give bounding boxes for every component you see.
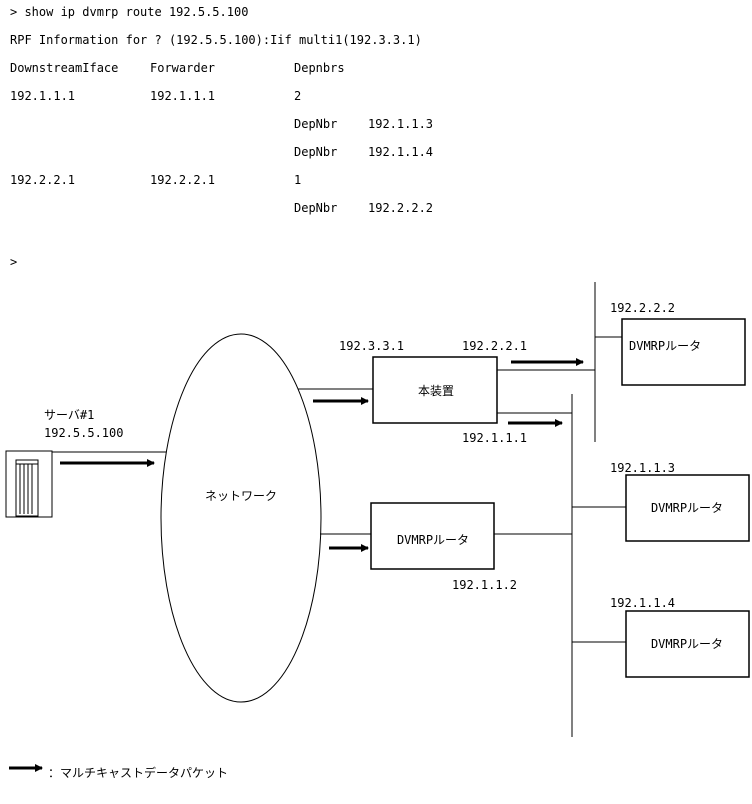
cli-command: > show ip dvmrp route 192.5.5.100 — [10, 5, 249, 19]
network-label: ネットワーク — [205, 489, 277, 503]
this-device-upstream-ip: 192.3.3.1 — [339, 339, 404, 353]
this-device-label: 本装置 — [418, 384, 454, 398]
depnbr-label: DepNbr — [294, 117, 338, 131]
header-depnbrs: Depnbrs — [294, 61, 345, 75]
dvmrp-router-a-label: DVMRPルータ — [629, 339, 701, 353]
cli-prompt: > — [10, 255, 18, 269]
depnbr-label: DepNbr — [294, 201, 338, 215]
dvmrp-router-c-label: DVMRPルータ — [651, 637, 723, 651]
dvmrp-router-b-box — [625, 474, 750, 542]
this-device-box — [372, 356, 498, 424]
this-device-ip-bottom: 192.1.1.1 — [462, 431, 527, 445]
dvmrp-router-b-ip: 192.1.1.3 — [610, 461, 675, 475]
header-downstream-iface: DownstreamIface — [10, 61, 119, 75]
dvmrp-router-c-ip: 192.1.1.4 — [610, 596, 675, 610]
dvmrp-router-mid-ip: 192.1.1.2 — [452, 578, 517, 592]
header-forwarder: Forwarder — [150, 61, 216, 75]
row-depnbrs: 2 — [294, 89, 302, 103]
this-device-ip-top: 192.2.2.1 — [462, 339, 527, 353]
row-iface: 192.2.2.1 — [10, 173, 76, 187]
row-depnbrs: 1 — [294, 173, 302, 187]
network-cloud — [160, 333, 322, 703]
depnbr-addr: 192.2.2.2 — [368, 201, 434, 215]
legend-text: ：マルチキャストデータパケット — [48, 765, 228, 780]
depnbr-addr: 192.1.1.3 — [368, 117, 434, 131]
dvmrp-router-c-box — [625, 610, 750, 678]
dvmrp-router-a-box — [621, 318, 746, 386]
dvmrp-router-mid-box — [370, 502, 495, 570]
server-label: サーバ#1 — [44, 408, 94, 422]
server-icon — [5, 450, 53, 518]
server-ip: 192.5.5.100 — [44, 426, 123, 440]
rpf-info-line: RPF Information for ? (192.5.5.100):Iif … — [10, 33, 422, 47]
row-iface: 192.1.1.1 — [10, 89, 76, 103]
depnbr-addr: 192.1.1.4 — [368, 145, 434, 159]
row-forwarder: 192.2.2.1 — [150, 173, 216, 187]
depnbr-label: DepNbr — [294, 145, 338, 159]
dvmrp-router-b-label: DVMRPルータ — [651, 501, 723, 515]
dvmrp-router-a-ip: 192.2.2.2 — [610, 301, 675, 315]
row-forwarder: 192.1.1.1 — [150, 89, 216, 103]
dvmrp-router-mid-label: DVMRPルータ — [397, 533, 469, 547]
